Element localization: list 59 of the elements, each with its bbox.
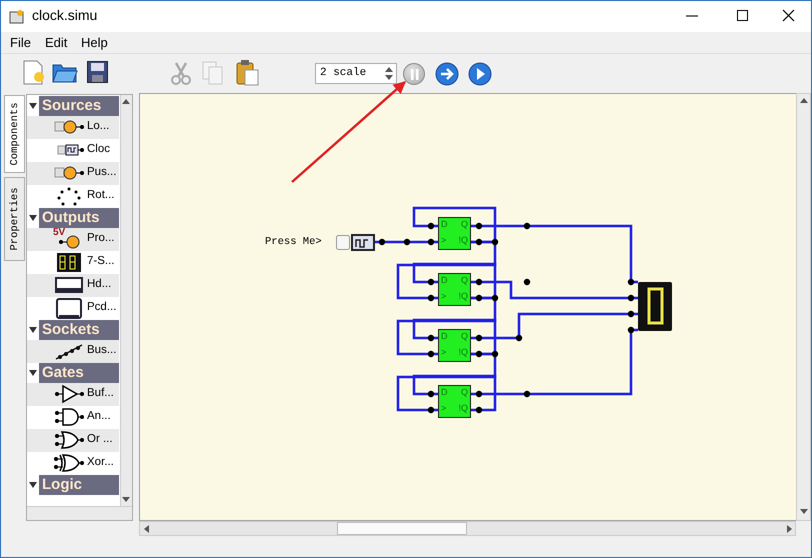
seven-segment-display: [638, 282, 672, 331]
pin-label: Q: [460, 387, 468, 397]
pin-label: D: [441, 331, 448, 341]
wire: [471, 224, 638, 284]
component-name: Lo...: [87, 120, 110, 132]
category-title: Sources: [42, 97, 102, 114]
component-name: Buf...: [87, 387, 114, 399]
component-name: Bus...: [87, 344, 116, 356]
wire: [396, 352, 496, 412]
pin-label: >: [441, 235, 446, 245]
menu-item: Help: [81, 35, 108, 50]
component-name: Hd...: [87, 278, 112, 290]
wire: [396, 296, 496, 356]
wire: [396, 240, 496, 300]
pin-label: >: [441, 347, 446, 357]
component-name: Or ...: [87, 433, 113, 445]
pin-label: !Q: [458, 403, 468, 413]
category-title: Gates: [42, 364, 84, 381]
component-label: Press Me>: [265, 236, 322, 248]
properties-tab: Properties: [4, 177, 25, 261]
flip-flop-block: [438, 273, 471, 306]
wire: [412, 374, 496, 412]
pin-label: >: [441, 291, 446, 301]
pin-label: !Q: [458, 235, 468, 245]
component-name: An...: [87, 410, 111, 422]
component-name: 7-S...: [87, 255, 114, 267]
wire: [471, 280, 638, 300]
pointer-arrow: [291, 81, 406, 183]
pin-label: D: [441, 219, 448, 229]
menu-item: File: [10, 35, 31, 50]
scale-spinbox: 2 scale: [315, 63, 397, 84]
pin-label: Q: [460, 331, 468, 341]
pin-label: >: [441, 403, 446, 413]
flip-flop-block: [438, 385, 471, 418]
components-tab: Components: [4, 95, 25, 173]
component-name: Xor...: [87, 456, 114, 468]
flip-flop-block: [438, 217, 471, 250]
menu-item: Edit: [45, 35, 68, 50]
component-name: Cloc: [87, 143, 110, 155]
voltage-label: 5V: [53, 227, 66, 238]
wire: [471, 312, 638, 340]
window-title: clock.simu: [32, 7, 98, 23]
flip-flop-block: [438, 329, 471, 362]
pin-label: !Q: [458, 347, 468, 357]
component-name: Pus...: [87, 166, 116, 178]
pin-label: D: [441, 275, 448, 285]
pin-label: D: [441, 387, 448, 397]
component-name: Pcd...: [87, 301, 116, 313]
wire: [375, 240, 438, 244]
component-name: Rot...: [87, 189, 114, 201]
component-name: Pro...: [87, 232, 114, 244]
clock-source-block: [351, 234, 375, 251]
wire: [471, 328, 638, 396]
category-title: Outputs: [42, 209, 100, 226]
pin-label: Q: [460, 275, 468, 285]
pin-label: !Q: [458, 291, 468, 301]
category-title: Logic: [42, 476, 82, 493]
category-title: Sockets: [42, 321, 100, 338]
pin-label: Q: [460, 219, 468, 229]
